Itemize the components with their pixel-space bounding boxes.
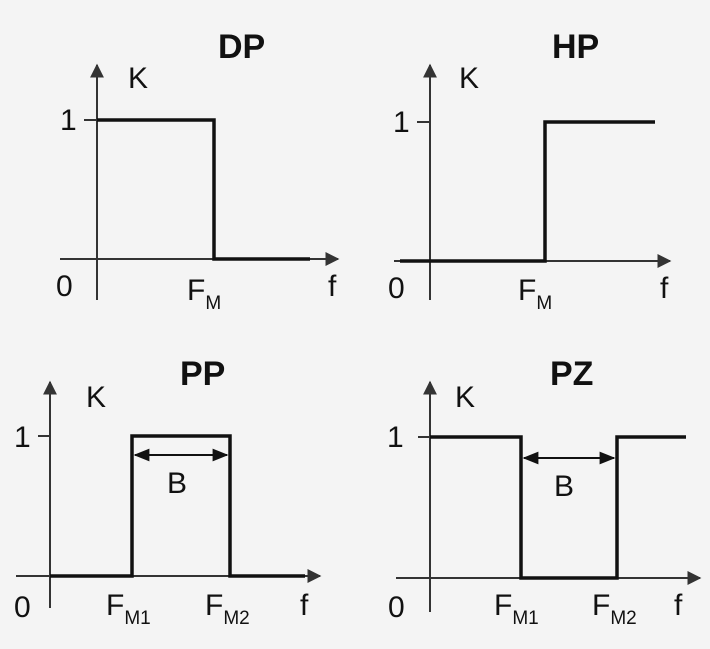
panel-pp: PP K 1 0 f FM1 FM2 B [14, 355, 322, 629]
response-curve [430, 435, 686, 580]
response-curve [50, 434, 305, 578]
cutoff-label-2: FM2 [592, 589, 637, 629]
panel-title: HP [552, 28, 599, 66]
one-label: 1 [60, 104, 77, 137]
panel-dp: DP K 1 0 f FM [56, 28, 340, 314]
zero-label: 0 [56, 270, 73, 303]
panel-hp: HP K 1 0 f FM [388, 28, 672, 314]
zero-label: 0 [388, 272, 405, 305]
bandwidth-label: B [554, 470, 574, 503]
zero-label: 0 [388, 591, 405, 624]
y-axis-label: K [128, 62, 148, 95]
x-axis-label: f [300, 589, 309, 622]
zero-label: 0 [14, 591, 31, 624]
cutoff-label-1: FM1 [494, 589, 539, 629]
response-curve [97, 118, 310, 261]
one-label: 1 [393, 106, 410, 139]
y-axis-label: K [86, 381, 106, 414]
x-axis-label: f [660, 272, 669, 305]
panel-title: DP [218, 28, 265, 66]
panel-title: PP [180, 355, 225, 393]
x-axis-label: f [674, 589, 683, 622]
y-axis-label: K [459, 62, 479, 95]
response-curve [400, 120, 655, 263]
panel-pz: PZ K 1 0 f FM1 FM2 B [387, 355, 702, 629]
cutoff-label: FM [187, 274, 221, 314]
one-label: 1 [387, 421, 404, 454]
cutoff-label-1: FM1 [106, 589, 151, 629]
cutoff-label: FM [518, 274, 552, 314]
one-label: 1 [14, 421, 31, 454]
panel-title: PZ [550, 355, 593, 393]
bandwidth-label: B [167, 467, 187, 500]
x-axis-label: f [328, 270, 337, 303]
y-axis-label: K [455, 381, 475, 414]
cutoff-label-2: FM2 [205, 589, 250, 629]
